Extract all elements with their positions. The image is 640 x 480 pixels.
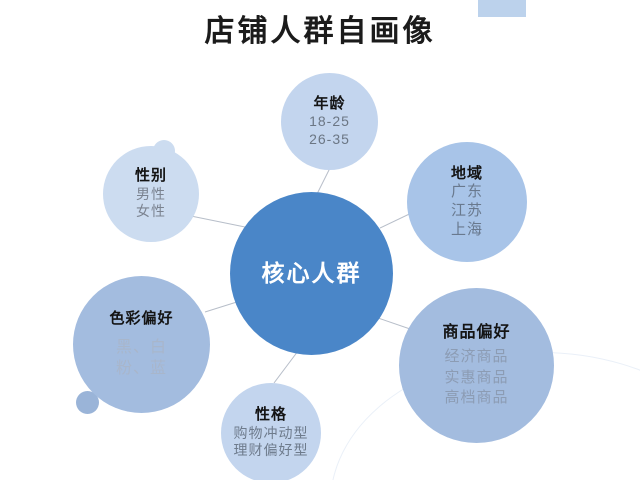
connector-to-age [315,167,331,197]
node-color-title: 色彩偏好 [109,310,174,328]
node-age-title: 年龄 [313,94,346,112]
node-product-item: 高档商品 [444,387,509,406]
node-gender-items: 男性 女性 [136,186,166,221]
node-product-items: 经济商品 实惠商品 高档商品 [444,346,508,407]
node-region-item: 上海 [450,220,483,238]
node-region-title: 地域 [450,164,483,182]
node-region-items: 广东 江苏 上海 [451,183,483,239]
node-product-title: 商品偏好 [442,323,511,341]
node-region[interactable]: 地域 广东 江苏 上海 [407,142,527,262]
node-age[interactable]: 年龄 18-25 26-35 [281,73,378,170]
connector-to-personality [273,350,299,384]
node-core-label: 核心人群 [261,260,362,287]
node-core-audience[interactable]: 核心人群 [230,192,393,355]
node-age-item: 18-25 [309,113,350,130]
node-region-item: 广东 [450,183,483,200]
node-personality-items: 购物冲动型 理财偏好型 [234,425,309,460]
node-product-preference[interactable]: 商品偏好 经济商品 实惠商品 高档商品 [399,288,554,443]
node-age-items: 18-25 26-35 [309,113,350,148]
page-title: 店铺人群自画像 [204,14,436,49]
node-gender-item: 女性 [136,203,166,220]
node-gender[interactable]: 性别 男性 女性 [103,146,199,242]
connector-to-color [204,300,241,313]
node-region-item: 江苏 [450,201,483,219]
node-personality[interactable]: 性格 购物冲动型 理财偏好型 [221,383,321,480]
node-personality-item: 购物冲动型 [233,424,309,441]
decor-bubble-color [76,391,99,414]
connector-to-gender [185,214,246,228]
node-color-preference[interactable]: 色彩偏好 黑、白 粉、蓝 [73,276,210,413]
node-color-item: 黑、白 [115,336,167,356]
node-color-items: 黑、白 粉、蓝 [116,336,167,379]
node-gender-title: 性别 [134,167,167,185]
node-age-item: 26-35 [309,130,350,147]
node-personality-title: 性格 [254,406,287,424]
node-personality-item: 理财偏好型 [233,442,309,459]
node-color-item: 粉、蓝 [115,358,167,378]
node-product-item: 实惠商品 [444,367,509,386]
decor-rectangle-top [478,0,526,17]
node-product-item: 经济商品 [444,347,509,366]
node-gender-item: 男性 [136,185,166,202]
